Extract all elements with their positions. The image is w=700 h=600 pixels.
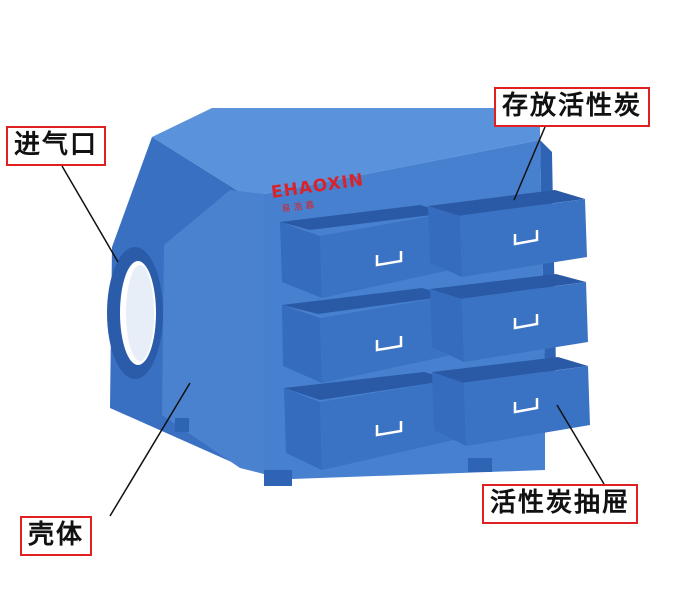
leader-drawer <box>556 404 605 485</box>
label-drawer: 活性炭抽屉 <box>482 484 639 524</box>
drawer-row2-left[interactable] <box>282 288 452 383</box>
foot-left <box>264 470 292 486</box>
foot-back <box>175 418 189 432</box>
leader-inlet <box>61 165 119 263</box>
drawer-row3-left[interactable] <box>284 372 454 470</box>
drawer-row2-right[interactable] <box>430 274 588 362</box>
drawer-handle-icon <box>513 230 539 246</box>
label-inlet: 进气口 <box>6 126 107 166</box>
drawer-row1-right[interactable] <box>428 190 587 277</box>
drawer-handle-icon <box>375 251 403 267</box>
shell-face <box>162 190 264 474</box>
label-shell: 壳体 <box>20 516 93 556</box>
foot-right <box>468 458 492 472</box>
inlet-inner <box>126 265 154 361</box>
cabinet-top <box>152 108 540 194</box>
drawer-handle-icon <box>513 314 539 330</box>
drawer-row1-left[interactable] <box>280 205 450 298</box>
drawer-handle-icon <box>513 398 539 414</box>
drawer-handle-icon <box>375 421 403 437</box>
drawer-row3-right[interactable] <box>432 357 590 446</box>
leader-storage <box>513 126 546 201</box>
label-storage: 存放活性炭 <box>494 87 651 127</box>
leader-shell <box>109 382 191 517</box>
drawer-handle-icon <box>375 336 403 352</box>
